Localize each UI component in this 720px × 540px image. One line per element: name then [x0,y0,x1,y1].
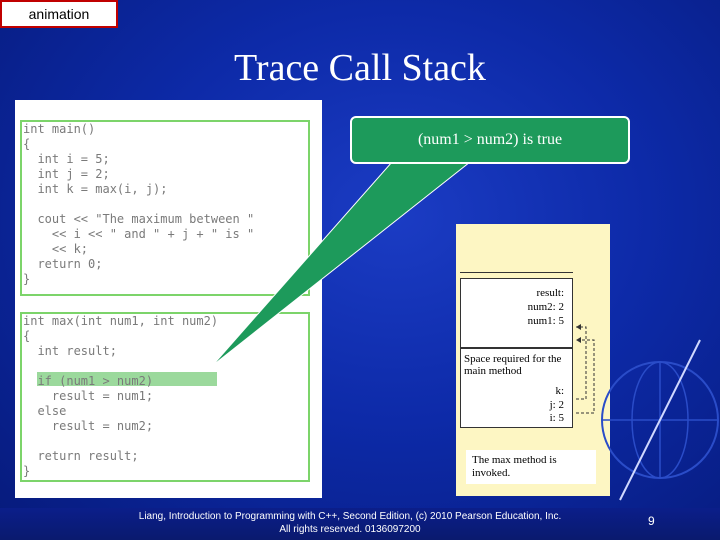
main-stack-frame: Space required for the main method k: j:… [460,348,573,428]
code-line: << k; [23,242,89,256]
invocation-note: The max method is invoked. [466,450,596,484]
code-panel: int main() { int i = 5; int j = 2; int k… [15,100,322,498]
frame-slot: j: 2 [549,399,564,411]
footer-line-2: All rights reserved. 0136097200 [279,524,421,535]
main-frame-label: Space required for the main method [464,353,562,377]
code-line: return result; [23,449,139,463]
callout-bubble: (num1 > num2) is true [350,116,630,164]
stack-arrows [576,324,595,414]
footer-bar [0,508,720,540]
code-line: result = num2; [23,419,154,433]
code-line: { [23,137,31,151]
max-stack-frame: result: num2: 2 num1: 5 [460,278,573,348]
footer-line-1: Liang, Introduction to Programming with … [138,511,562,522]
animation-tag: animation [0,0,118,28]
page-number: 9 [648,514,655,528]
slide-title: Trace Call Stack [234,47,486,89]
code-line: else [23,404,67,418]
frame-slot: result: [536,287,565,299]
code-line: return 0; [23,257,103,271]
code-line: int k = max(i, j); [23,182,168,196]
stack-top-line [460,272,573,273]
frame-slot: num1: 5 [527,315,564,327]
code-line-current: if (num1 > num2) [23,374,154,388]
frame-slot: k: [555,385,564,397]
frame-slot: num2: 2 [527,301,564,313]
code-line: result = num1; [23,389,154,403]
code-line: cout << "The maximum between " [23,212,255,226]
code-line: } [23,464,31,478]
code-line: } [23,272,31,286]
globe-decoration-icon [601,339,719,501]
current-line-highlight [37,372,217,386]
frame-slot: i: 5 [549,412,564,424]
code-line: int main() [23,122,96,136]
footer-copyright: Liang, Introduction to Programming with … [100,510,600,536]
code-line: int i = 5; [23,152,110,166]
code-line: << i << " and " + j + " is " [23,227,255,241]
code-line: { [23,329,31,343]
call-stack-panel: result: num2: 2 num1: 5 Space required f… [456,224,610,496]
code-line: int j = 2; [23,167,110,181]
code-line: int result; [23,344,117,358]
max-function-box [20,312,310,482]
code-line: int max(int num1, int num2) [23,314,219,328]
